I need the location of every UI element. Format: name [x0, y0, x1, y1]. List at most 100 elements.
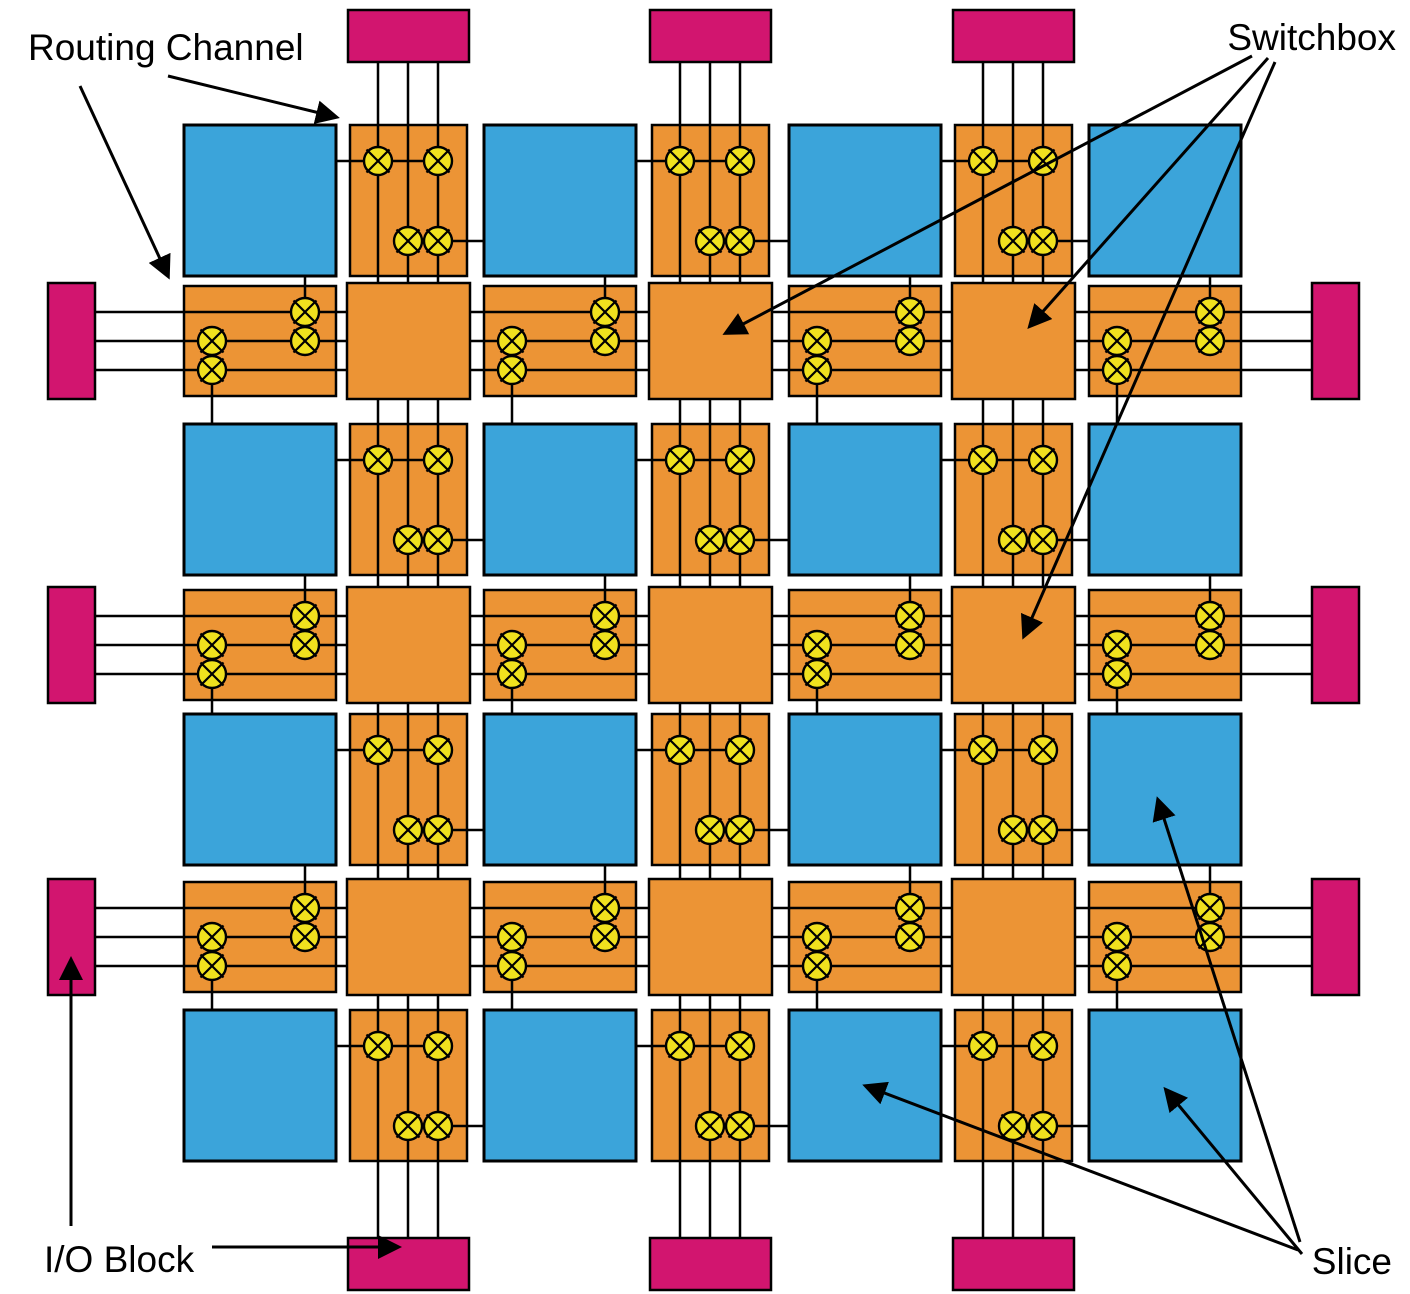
connection-switch-icon [1101, 921, 1133, 953]
connection-switch-icon [1194, 629, 1226, 661]
connection-switch-icon [496, 658, 528, 690]
connection-switch-icon [422, 1110, 454, 1142]
connection-switch-icon [496, 354, 528, 386]
connection-switch-icon [1194, 600, 1226, 632]
slice [787, 712, 943, 867]
slice [182, 712, 338, 867]
slice [787, 123, 943, 278]
connection-switch-icon [589, 325, 621, 357]
slice [482, 712, 638, 867]
connection-switch-icon [997, 1110, 1029, 1142]
connection-switch-icon [1027, 524, 1059, 556]
io-block-right [1310, 585, 1361, 705]
connection-switch-icon [392, 1110, 424, 1142]
io-block-right [1310, 281, 1361, 401]
io-block-left [46, 585, 97, 705]
connection-switch-icon [894, 921, 926, 953]
connection-switch-icon [967, 145, 999, 177]
slice [1087, 422, 1243, 577]
connection-switch-icon [392, 814, 424, 846]
connection-switch-icon [894, 892, 926, 924]
routing-channel-arrow-2 [78, 85, 171, 280]
connection-switch-icon [289, 600, 321, 632]
connection-switch-icon [1194, 325, 1226, 357]
connection-switch-icon [801, 950, 833, 982]
connection-switch-icon [289, 921, 321, 953]
connection-switch-icon [967, 734, 999, 766]
connection-switch-icon [1194, 892, 1226, 924]
switchbox [345, 281, 472, 401]
connection-switch-icon [422, 444, 454, 476]
slice [182, 1008, 338, 1163]
switchbox-arrow-1 [722, 54, 1253, 335]
connection-switch-icon [289, 629, 321, 661]
connection-switch-icon [362, 734, 394, 766]
connection-switch-icon [422, 524, 454, 556]
connection-switch-icon [362, 444, 394, 476]
label-routing-channel: Routing Channel [28, 27, 304, 68]
io-block-top [648, 8, 773, 64]
label-slice: Slice [1312, 1241, 1392, 1282]
connection-switch-icon [196, 354, 228, 386]
slice [482, 422, 638, 577]
slice-arrow-3 [1163, 1086, 1304, 1255]
slice [787, 422, 943, 577]
connection-switch-icon [589, 921, 621, 953]
connection-switch-icon [664, 1030, 696, 1062]
connection-switch-icon [392, 225, 424, 257]
connection-switch-icon [894, 629, 926, 661]
connection-switch-icon [1194, 296, 1226, 328]
connection-switch-icon [392, 524, 424, 556]
connection-switch-icon [1101, 354, 1133, 386]
switchbox [950, 585, 1077, 705]
connection-switch-icon [1027, 1110, 1059, 1142]
switchbox-arrow-3 [1021, 61, 1277, 640]
connection-switch-icon [801, 325, 833, 357]
connection-switch-icon [589, 892, 621, 924]
connection-switch-icon [422, 225, 454, 257]
connection-switch-icon [289, 325, 321, 357]
connection-switch-icon [422, 1030, 454, 1062]
connection-switch-icon [967, 444, 999, 476]
connection-switch-icon [664, 444, 696, 476]
connection-switch-icon [1027, 225, 1059, 257]
connection-switch-icon [1027, 444, 1059, 476]
slice [482, 123, 638, 278]
connection-switch-icon [694, 1110, 726, 1142]
connection-switch-icon [724, 444, 756, 476]
connection-switch-icon [289, 892, 321, 924]
switchbox [647, 877, 774, 997]
connection-points-layer [196, 145, 1226, 1142]
connection-switch-icon [1101, 325, 1133, 357]
slice [1087, 1008, 1243, 1163]
connection-switch-icon [1101, 950, 1133, 982]
io-block-top [346, 8, 471, 64]
routing-channel-arrow-1 [167, 74, 340, 124]
label-switchbox: Switchbox [1227, 17, 1396, 58]
slice [1087, 712, 1243, 867]
connection-switch-icon [724, 734, 756, 766]
connection-switch-icon [362, 1030, 394, 1062]
connection-switch-icon [724, 1030, 756, 1062]
connection-switch-icon [422, 734, 454, 766]
slice [1087, 123, 1243, 278]
label-io-block: I/O Block [44, 1239, 195, 1280]
connection-switch-icon [724, 814, 756, 846]
connection-switch-icon [289, 296, 321, 328]
connection-switch-icon [422, 814, 454, 846]
connection-switch-icon [801, 629, 833, 661]
connection-switch-icon [724, 1110, 756, 1142]
connection-switch-icon [1101, 629, 1133, 661]
switchboxes-layer [345, 281, 1077, 997]
connection-switch-icon [1027, 734, 1059, 766]
connection-switch-icon [496, 921, 528, 953]
slice [787, 1008, 943, 1163]
connection-switch-icon [894, 600, 926, 632]
connection-switch-icon [894, 325, 926, 357]
connection-switch-icon [894, 296, 926, 328]
connection-switch-icon [724, 225, 756, 257]
connection-switch-icon [496, 629, 528, 661]
switchbox-arrow-2 [1027, 57, 1270, 329]
